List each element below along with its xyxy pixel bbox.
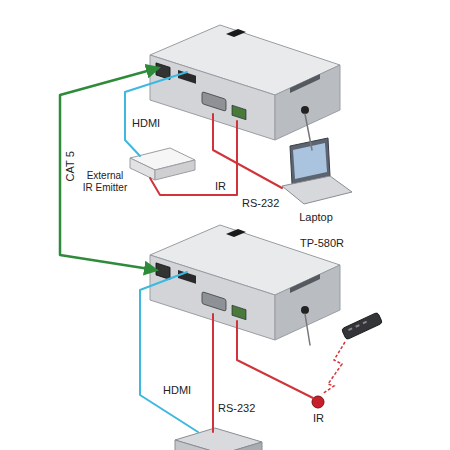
remote-control — [322, 312, 383, 394]
device-node: TP-580R — [150, 225, 348, 345]
ir-cable — [237, 321, 313, 398]
signal-label: IR — [313, 412, 324, 425]
laptop-illustration — [282, 138, 352, 204]
signal-label: IR — [215, 180, 226, 193]
part-label: External IR Emitter — [82, 170, 128, 193]
ir-cable — [150, 121, 237, 195]
node-label: Laptop — [299, 211, 333, 224]
signal-label: HDMI — [132, 117, 160, 130]
signal-label: RS-232 — [218, 402, 255, 415]
node-label: TP-580R — [300, 237, 344, 250]
rs232-cable — [212, 314, 214, 432]
hdmi-cable — [125, 72, 187, 156]
laptop-node: Laptop — [278, 136, 354, 224]
signal-label: RS-232 — [240, 197, 281, 210]
cable-label: CAT 5 — [64, 148, 77, 184]
power-cable — [305, 114, 312, 150]
source-box — [130, 148, 195, 180]
signal-label: HDMI — [163, 384, 191, 397]
rs232-cable — [213, 114, 282, 188]
cat5-cable — [60, 68, 158, 270]
hdmi-cable — [140, 272, 198, 432]
display-device — [175, 428, 262, 450]
transmitter-device — [150, 25, 340, 140]
power-cable — [305, 314, 310, 345]
